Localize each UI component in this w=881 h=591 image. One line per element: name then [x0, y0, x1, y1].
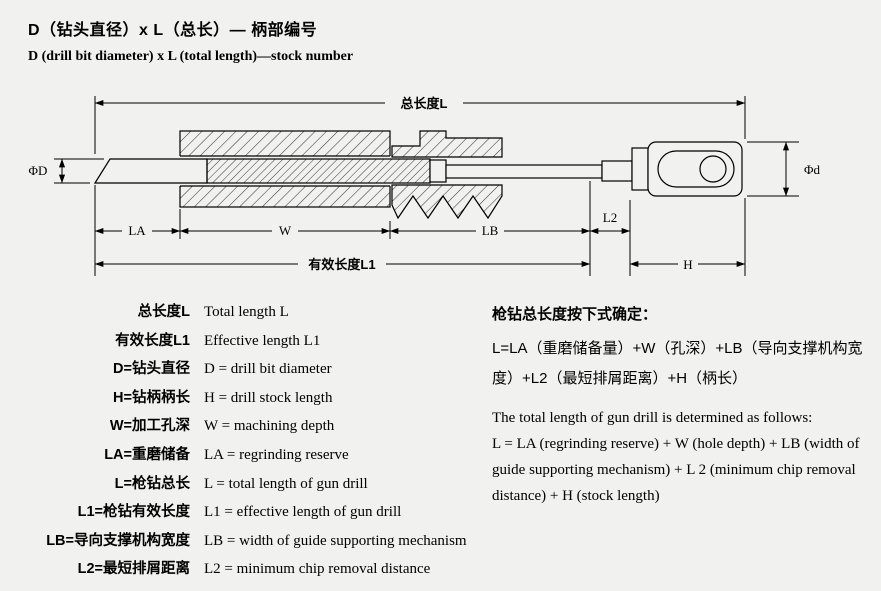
drill-assembly: [93, 130, 743, 220]
dim-phi-D: [54, 158, 104, 184]
legend-row: H=钻柄柄长 H = drill stock length: [28, 386, 467, 415]
dim-label-effective-length: 有效长度L1: [308, 257, 375, 272]
driver-shank: [631, 141, 743, 197]
legend-row: L1=枪钻有效长度 L1 = effective length of gun d…: [28, 500, 467, 529]
page-title-cn: D（钻头直径）x L（总长）— 柄部编号: [28, 22, 318, 39]
legend-row: LB=导向支撑机构宽度 LB = width of guide supporti…: [28, 529, 467, 558]
dim-label-W: W: [279, 223, 292, 238]
legend-row: W=加工孔深 W = machining depth: [28, 414, 467, 443]
legend-row: L=枪钻总长 L = total length of gun drill: [28, 472, 467, 501]
page-title-en: D (drill bit diameter) x L (total length…: [28, 49, 354, 64]
formula-title-en: The total length of gun drill is determi…: [492, 410, 813, 426]
legend-term-en: Total length L: [204, 304, 289, 320]
legend-term-en: Effective length L1: [204, 332, 321, 349]
legend-row: L2=最短排屑距离 L2 = minimum chip removal dist…: [28, 557, 467, 586]
legend-term-cn: L1=枪钻有效长度: [77, 504, 190, 521]
legend-term-cn: 有效长度L1: [115, 332, 190, 349]
gun-drill-diagram: 总长度L ΦD Φd LA W LB L2 有效长度L1 H: [29, 95, 821, 276]
legend-term-en: L2 = minimum chip removal distance: [204, 561, 431, 578]
formula-title-cn: 枪钻总长度按下式确定：: [492, 306, 658, 323]
formula-body-en: L = LA (regrinding reserve) + W (hole de…: [492, 436, 860, 504]
drill-shank-tube: [429, 159, 633, 183]
dim-label-phi-d: Φd: [804, 162, 821, 177]
legend-term-en: L1 = effective length of gun drill: [204, 504, 402, 521]
guide-bushing: [391, 130, 503, 220]
formula-block: 枪钻总长度按下式确定： L=LA（重磨储备量）+W（孔深）+LB（导向支撑机构宽…: [492, 303, 872, 509]
legend-term-cn: L2=最短排屑距离: [77, 561, 190, 578]
legend-term-cn: 总长度L: [137, 304, 190, 320]
legend-term-en: W = machining depth: [204, 418, 335, 435]
legend-row: LA=重磨储备 LA = regrinding reserve: [28, 443, 467, 472]
dim-label-total-length: 总长度L: [401, 96, 448, 111]
dim-label-LB: LB: [482, 223, 499, 238]
formula-body-cn: L=LA（重磨储备量）+W（孔深）+LB（导向支撑机构宽度）+L2（最短排屑距离…: [492, 340, 863, 387]
dimension-labels: 总长度L ΦD Φd LA W LB L2 有效长度L1 H: [29, 95, 821, 272]
dim-phi-d: [747, 141, 799, 197]
legend-row: D=钻头直径 D = drill bit diameter: [28, 357, 467, 386]
dim-label-LA: LA: [128, 223, 146, 238]
legend-term-cn: W=加工孔深: [109, 418, 190, 435]
header: D（钻头直径）x L（总长）— 柄部编号 D (drill bit diamet…: [28, 16, 353, 65]
legend-term-cn: D=钻头直径: [113, 361, 190, 378]
legend-term-cn: LB=导向支撑机构宽度: [46, 532, 190, 549]
legend-row: 总长度L Total length L: [28, 300, 467, 329]
drill-bit: [93, 158, 431, 184]
legend-term-en: LA = regrinding reserve: [204, 446, 349, 463]
legend-term-en: D = drill bit diameter: [204, 361, 332, 378]
legend-term-en: H = drill stock length: [204, 389, 333, 406]
dim-label-H: H: [683, 257, 692, 272]
legend-term-en: L = total length of gun drill: [204, 475, 368, 492]
legend-term-cn: LA=重磨储备: [104, 446, 190, 463]
dim-label-phi-D: ΦD: [29, 163, 48, 178]
legend-term-cn: L=枪钻总长: [114, 475, 190, 492]
legend-term-cn: H=钻柄柄长: [113, 389, 190, 406]
legend-term-en: LB = width of guide supporting mechanism: [204, 532, 467, 549]
legend-row: 有效长度L1 Effective length L1: [28, 329, 467, 358]
dim-label-L2: L2: [603, 210, 617, 225]
legend: 总长度L Total length L 有效长度L1 Effective len…: [28, 300, 467, 586]
